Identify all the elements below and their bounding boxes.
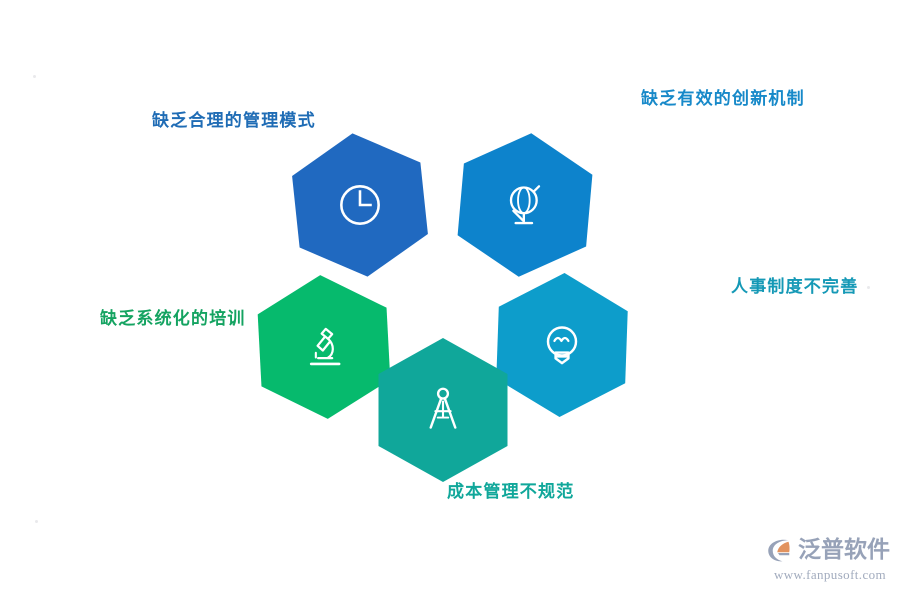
hexagon-shape — [257, 275, 391, 419]
watermark-logo: 泛普软件 www.fanpusoft.com — [766, 534, 894, 586]
watermark-url: www.fanpusoft.com — [773, 567, 887, 582]
lightbulb-icon — [534, 317, 590, 373]
clock-icon — [332, 177, 388, 233]
hexagon-cluster — [257, 130, 635, 490]
label-innovation: 缺乏有效的创新机制 — [641, 89, 805, 108]
microscope-icon — [296, 319, 352, 375]
compass-divider-icon — [415, 382, 471, 438]
hex-node-hr-system[interactable] — [484, 267, 639, 422]
scan-speck — [867, 286, 870, 289]
hexagon-shape — [496, 273, 628, 417]
hexagon-shape — [457, 133, 593, 277]
hex-node-training[interactable] — [245, 268, 403, 426]
label-hr-system: 人事制度不完善 — [731, 277, 859, 296]
watermark-brand-name: 泛普软件 — [798, 537, 890, 563]
fanpu-logo-icon — [766, 535, 796, 565]
scan-speck — [35, 520, 38, 523]
label-training: 缺乏系统化的培训 — [100, 309, 246, 328]
hex-node-management[interactable] — [278, 123, 443, 288]
label-cost-control: 成本管理不规范 — [447, 482, 575, 501]
globe-stand-icon — [497, 177, 553, 233]
hex-node-cost-control[interactable] — [368, 335, 518, 485]
watermark-brand-row: 泛普软件 — [766, 534, 894, 566]
hex-node-innovation[interactable] — [444, 124, 607, 287]
scan-speck — [33, 75, 36, 78]
label-management: 缺乏合理的管理模式 — [152, 111, 316, 130]
